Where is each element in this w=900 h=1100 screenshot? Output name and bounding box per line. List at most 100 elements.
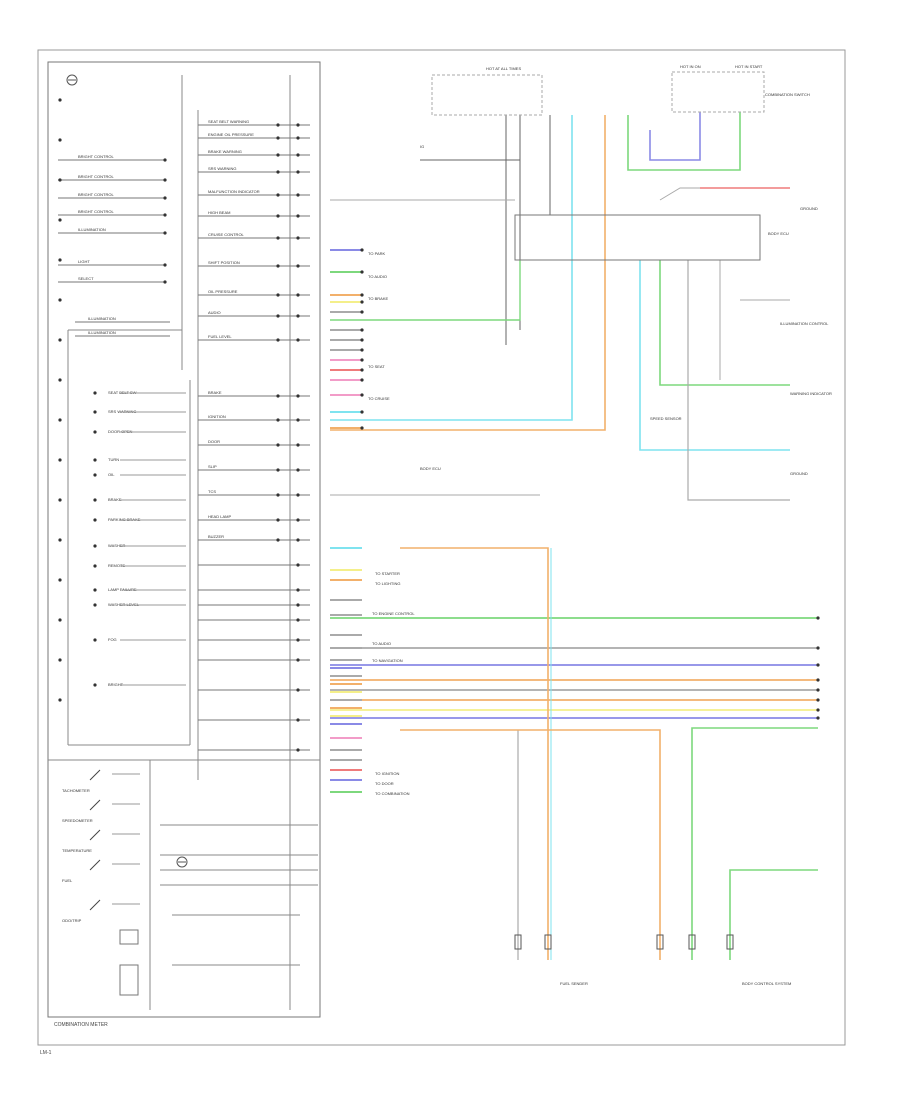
meter-label: MALFUNCTION INDICATOR <box>208 189 260 194</box>
gauge-needle <box>89 799 101 811</box>
pin <box>163 178 167 182</box>
body-ecu-box <box>514 214 761 261</box>
orange-wire <box>400 547 549 960</box>
pin <box>296 588 300 592</box>
pin <box>816 663 820 667</box>
pin <box>296 443 300 447</box>
pin <box>58 578 62 582</box>
pin <box>816 698 820 702</box>
conn-label: TO SEAT <box>368 364 385 369</box>
meter-label: HIGH BEAM <box>208 210 230 215</box>
pin <box>360 348 364 352</box>
pin <box>296 658 300 662</box>
left-label: BRIGHT CONTROL <box>78 192 114 197</box>
pin <box>163 231 167 235</box>
conn-label: TO LIGHTING <box>375 581 400 586</box>
pin <box>58 378 62 382</box>
meter-label: FUEL LEVEL <box>208 334 232 339</box>
pin <box>58 258 62 262</box>
pin <box>360 248 364 252</box>
meter-label: BRAKE WARNING <box>208 149 242 154</box>
page-code: LM-1 <box>40 1050 52 1056</box>
pin <box>163 158 167 162</box>
indicator-label: OIL <box>108 472 115 477</box>
top-label: HOT AT ALL TIMES <box>486 66 521 71</box>
pin <box>93 588 97 592</box>
pin <box>276 314 280 318</box>
illumination-label: ILLUMINATION <box>88 316 116 321</box>
pin <box>93 458 97 462</box>
component-box <box>119 929 139 945</box>
pin <box>296 538 300 542</box>
gauge-needle <box>89 829 101 841</box>
green-wire <box>691 727 818 960</box>
conn-label: BODY ECU <box>420 466 441 471</box>
indicator-label: FOG <box>108 637 117 642</box>
conn-label: TO STARTER <box>375 571 400 576</box>
pin <box>360 293 364 297</box>
pin <box>58 698 62 702</box>
pin <box>93 473 97 477</box>
indicator-label: BRAKE <box>108 497 122 502</box>
pin <box>296 563 300 567</box>
ground-icon <box>66 74 78 86</box>
meter-label: BRAKE <box>208 390 222 395</box>
orange-wire <box>330 115 606 431</box>
pin <box>296 136 300 140</box>
meter-label: DOOR <box>208 439 220 444</box>
pin <box>93 391 97 395</box>
pin <box>276 493 280 497</box>
meter-label: SEAT BELT WARNING <box>208 119 249 124</box>
pin <box>276 538 280 542</box>
left-label: BRIGHT CONTROL <box>78 154 114 159</box>
pin <box>93 603 97 607</box>
meter-label: CRUISE CONTROL <box>208 232 245 237</box>
left-label: SELECT <box>78 276 94 281</box>
terminal <box>688 934 696 950</box>
pin <box>58 418 62 422</box>
pin <box>296 314 300 318</box>
pin <box>276 136 280 140</box>
top-label: COMBINATION SWITCH <box>765 92 810 97</box>
pin <box>296 468 300 472</box>
pin <box>58 138 62 142</box>
pin <box>58 498 62 502</box>
terminal <box>656 934 664 950</box>
pin <box>276 394 280 398</box>
left-label: ILLUMINATION <box>78 227 106 232</box>
pin <box>58 98 62 102</box>
pin <box>276 264 280 268</box>
gauge-label: FUEL <box>62 878 73 883</box>
left-label: BRIGHT CONTROL <box>78 209 114 214</box>
meter-label: OIL PRESSURE <box>208 289 238 294</box>
pin <box>93 683 97 687</box>
green-wire <box>659 260 790 386</box>
connectors <box>330 248 734 950</box>
green-wire <box>627 112 741 171</box>
pin <box>58 218 62 222</box>
conn-label: TO AUDIO <box>368 274 387 279</box>
terminal <box>544 934 552 950</box>
ground-icon <box>176 856 188 868</box>
pin <box>276 236 280 240</box>
diagram-border <box>37 49 846 1046</box>
pin <box>93 498 97 502</box>
pin <box>816 688 820 692</box>
left-panel: BRIGHT CONTROL BRIGHT CONTROL BRIGHT CONTR… <box>48 74 320 1010</box>
pin <box>816 716 820 720</box>
conn-label: TO PARK <box>368 251 386 256</box>
conn-label: TO IGNITION <box>375 771 399 776</box>
pin <box>360 328 364 332</box>
pin <box>58 178 62 182</box>
meter-label: AUDIO <box>208 310 221 315</box>
pin <box>360 410 364 414</box>
pin <box>296 493 300 497</box>
pin <box>93 638 97 642</box>
pin <box>296 170 300 174</box>
meter-label: SLIP <box>208 464 217 469</box>
bus-label: TO ENGINE CONTROL <box>372 611 415 616</box>
conn-label: TO DOOR <box>375 781 394 786</box>
indicator-label: BRIGHT <box>108 682 124 687</box>
